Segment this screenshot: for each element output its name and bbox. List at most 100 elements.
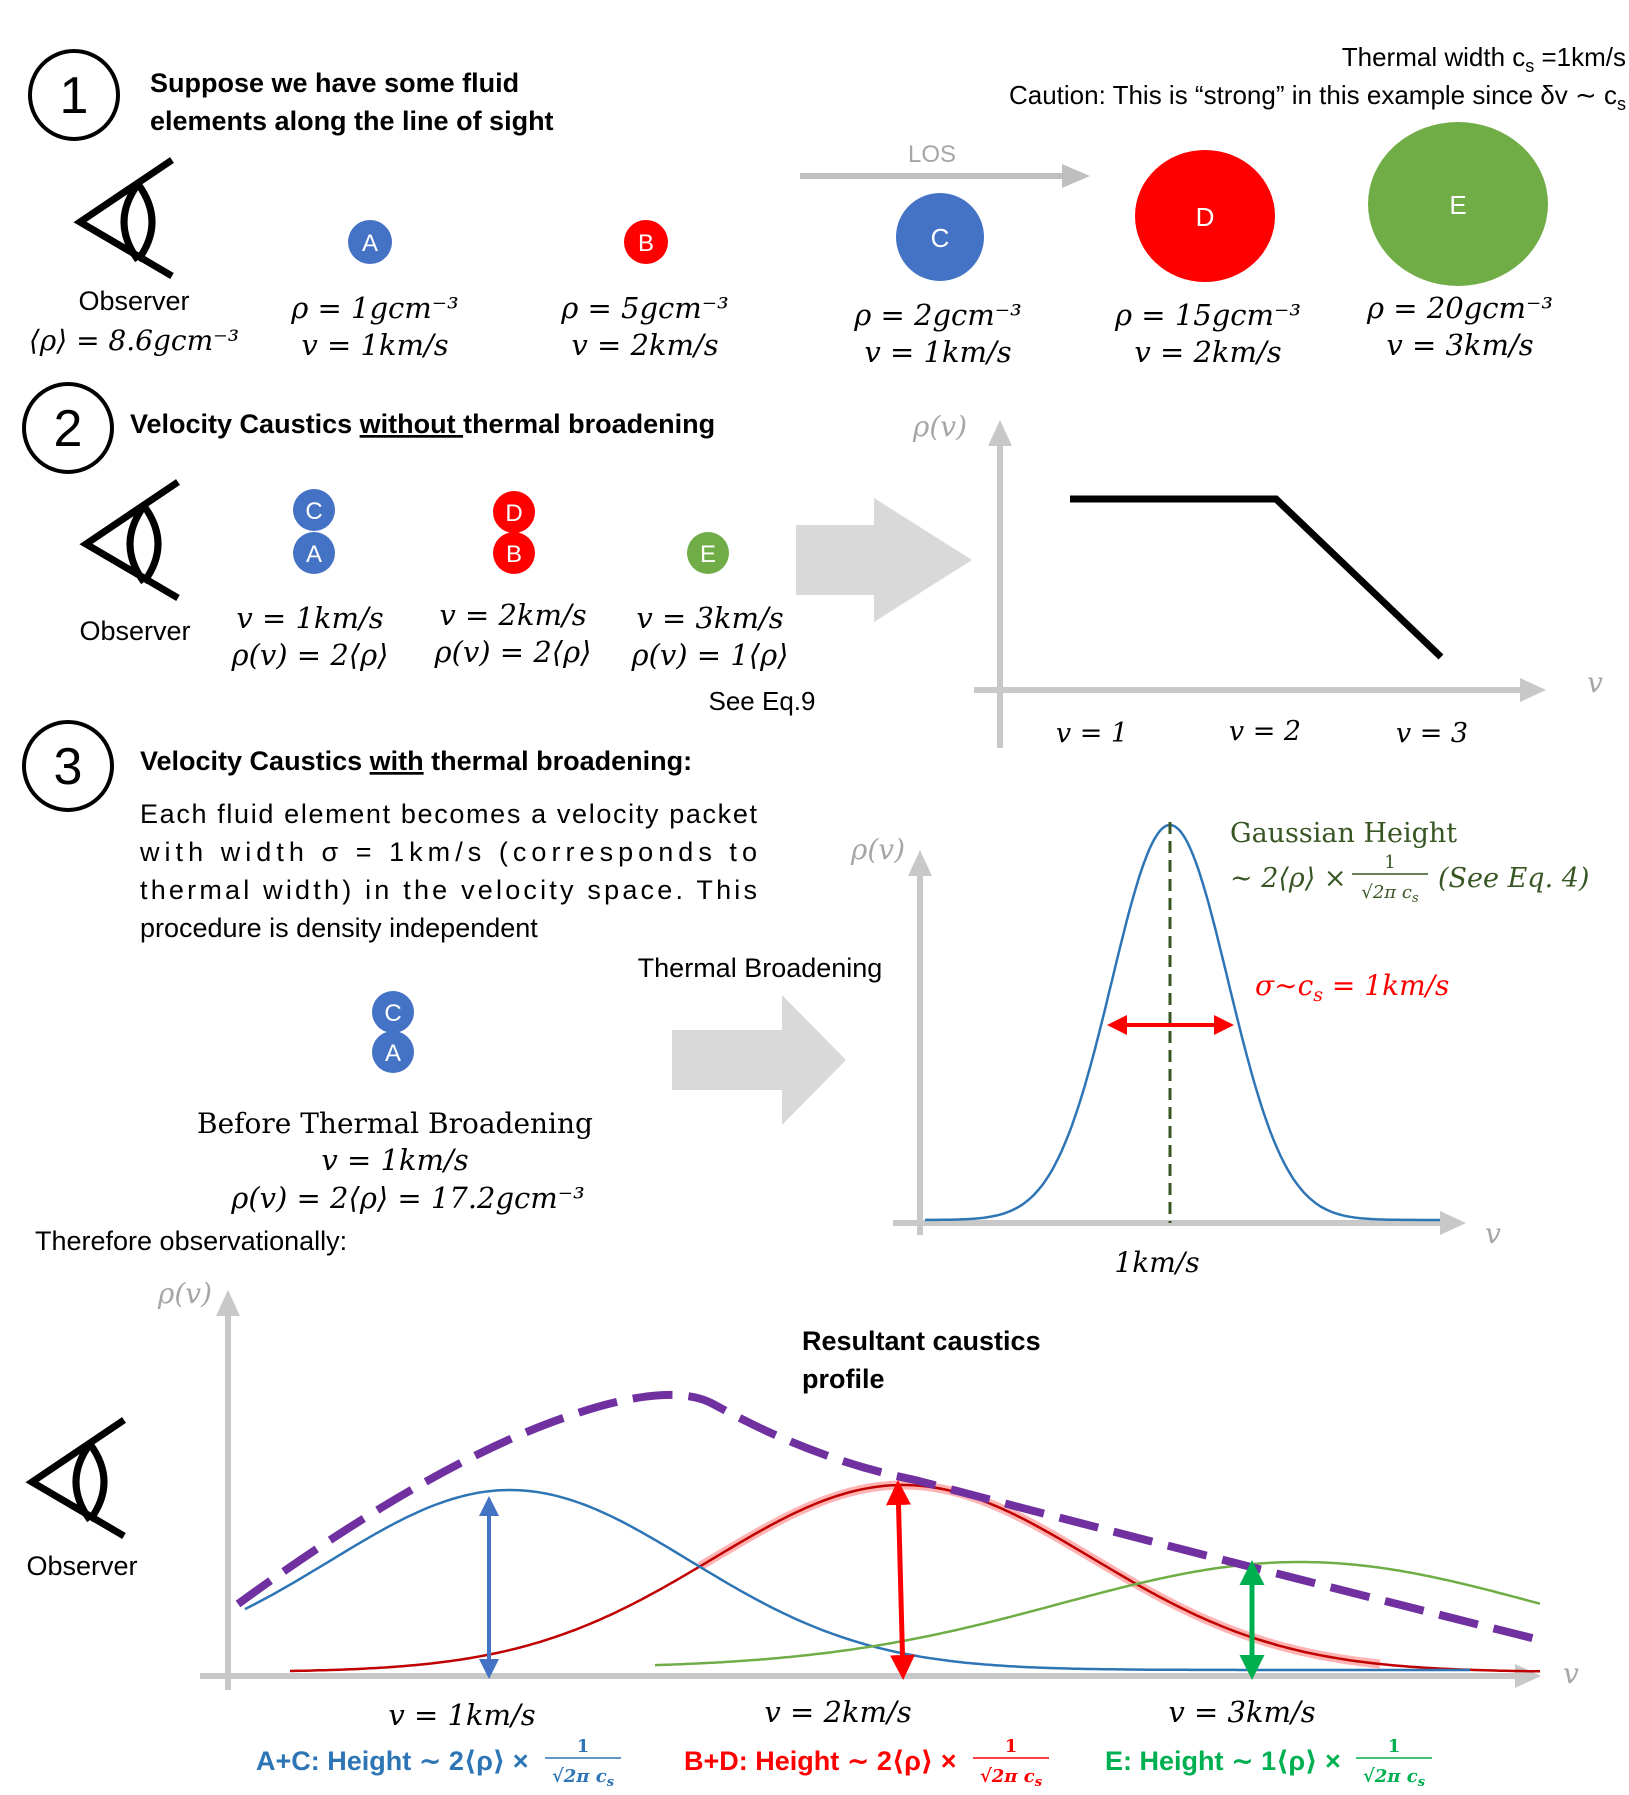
section-3-para-line4: procedure is density independent: [140, 913, 538, 943]
s2-chart: ρ(v) v v = 1 v = 2 v = 3: [912, 410, 1603, 749]
svg-text:√2π cs: √2π cs: [1363, 1766, 1426, 1790]
observer-label-2: Observer: [79, 616, 190, 646]
s2-group-ca-v: v = 1km/s: [236, 601, 383, 635]
element-B-v: v = 2km/s: [571, 328, 718, 362]
curve-e: [654, 1560, 1541, 1667]
element-B-rho: ρ = 5gcm⁻³: [560, 291, 728, 325]
height-e-label: E: Height ∼ 1⟨ρ⟩ ×: [1105, 1746, 1341, 1776]
s2-xlabel: v: [1587, 666, 1603, 699]
s2-group-e-v: v = 3km/s: [636, 601, 783, 635]
s2-group-db-v: v = 2km/s: [439, 598, 586, 632]
curve-bd: [289, 1483, 1540, 1673]
observer-label-1: Observer: [78, 286, 189, 316]
eye-icon: [25, 1417, 126, 1540]
los-arrow: LOS: [800, 141, 1090, 188]
s2-tick-1: v = 1: [1056, 718, 1128, 749]
observer-label-3: Observer: [26, 1551, 137, 1581]
section-3: 3 Velocity Caustics with thermal broaden…: [22, 720, 1590, 1279]
sigma-label: σ∼cs = 1km/s: [1255, 969, 1449, 1006]
element-D: D ρ = 15gcm⁻³ v = 2km/s: [1114, 150, 1301, 369]
element-C-rho: ρ = 2gcm⁻³: [853, 298, 1021, 332]
g-xtick: 1km/s: [1114, 1246, 1199, 1279]
gaussian-see-eq4: (See Eq. 4): [1438, 863, 1589, 894]
s2-tick-3: v = 3: [1396, 718, 1468, 749]
curve-ac: [244, 1488, 1470, 1672]
s2-group-db: D B v = 2km/s ρ(v) = 2⟨ρ⟩: [434, 491, 592, 669]
height-bd-label: B+D: Height ∼ 2⟨ρ⟩ ×: [684, 1746, 957, 1776]
section-3-para-line2: with width σ = 1km/s (corresponds to: [139, 837, 757, 867]
height-ac-label: A+C: Height ∼ 2⟨ρ⟩ ×: [256, 1746, 529, 1776]
bottom-tick-1: v = 1km/s: [388, 1698, 535, 1732]
gaussian-title: Gaussian Height: [1230, 818, 1457, 849]
los-label: LOS: [908, 141, 956, 168]
section-3-para-line3: thermal width) in the velocity space. Th…: [140, 875, 757, 905]
mean-density: ⟨ρ⟩ = 8.6gcm⁻³: [29, 324, 239, 357]
element-E-v: v = 3km/s: [1386, 328, 1533, 362]
section-1-number: 1: [60, 67, 89, 125]
svg-text:E: E: [700, 541, 716, 568]
therefore-label: Therefore observationally:: [35, 1226, 347, 1256]
svg-text:C: C: [384, 1000, 401, 1027]
section-3-para-line1: Each fluid element becomes a velocity pa…: [140, 799, 757, 829]
s3-group-ca: C A: [372, 991, 414, 1073]
s2-ylabel: ρ(v): [912, 410, 967, 443]
element-E: E ρ = 20gcm⁻³ v = 3km/s: [1366, 122, 1553, 362]
s2-big-arrow: [796, 498, 972, 622]
svg-text:B: B: [506, 541, 522, 568]
resultant-line2: profile: [802, 1364, 885, 1394]
section-1-title-line2: elements along the line of sight: [150, 106, 554, 136]
s2-group-ca: C A v = 1km/s ρ(v) = 2⟨ρ⟩: [231, 489, 389, 672]
svg-text:1: 1: [1005, 1736, 1018, 1757]
svg-text:A: A: [306, 541, 322, 568]
section-2-number: 2: [54, 400, 83, 458]
element-C-v: v = 1km/s: [864, 335, 1011, 369]
section-2: 2 Velocity Caustics without thermal broa…: [22, 382, 1603, 749]
section-1-title-line1: Suppose we have some fluid: [150, 68, 519, 98]
bottom-tick-3: v = 3km/s: [1168, 1695, 1315, 1729]
section-3-title: Velocity Caustics with thermal broadenin…: [140, 746, 692, 776]
gaussian-chart: ρ(v) v 1km/s Gaussian Height ∼ 2⟨ρ⟩ × 1 …: [850, 818, 1590, 1279]
bottom-xlabel: v: [1563, 1657, 1579, 1690]
see-eq9: See Eq.9: [709, 686, 816, 716]
svg-text:1: 1: [577, 1736, 590, 1757]
s2-group-e: E v = 3km/s ρ(v) = 1⟨ρ⟩: [631, 532, 789, 672]
element-A: A ρ = 1gcm⁻³ v = 1km/s: [290, 220, 459, 362]
s3-big-arrow: [672, 995, 846, 1125]
element-E-rho: ρ = 20gcm⁻³: [1366, 291, 1553, 325]
element-A-v: v = 1km/s: [301, 328, 448, 362]
s2-group-ca-rho: ρ(v) = 2⟨ρ⟩: [231, 638, 389, 672]
element-D-rho: ρ = 15gcm⁻³: [1114, 298, 1301, 332]
gaussian-frac-den: √2π cs: [1361, 882, 1419, 906]
section-3-number: 3: [54, 738, 83, 796]
s2-tick-2: v = 2: [1229, 716, 1301, 747]
g-xlabel: v: [1485, 1217, 1501, 1250]
height-e: E: Height ∼ 1⟨ρ⟩ × 1 √2π cs: [1105, 1736, 1432, 1790]
element-A-rho: ρ = 1gcm⁻³: [290, 291, 458, 325]
before-title: Before Thermal Broadening: [197, 1107, 593, 1140]
gaussian-formula: ∼ 2⟨ρ⟩ ×: [1230, 863, 1347, 894]
bottom-ylabel: ρ(v): [157, 1277, 212, 1310]
before-rho: ρ(v) = 2⟨ρ⟩ = 17.2gcm⁻³: [230, 1181, 584, 1215]
svg-text:√2π cs: √2π cs: [552, 1766, 615, 1790]
svg-text:E: E: [1449, 190, 1466, 220]
thermal-note-line2: Caution: This is “strong” in this exampl…: [1009, 80, 1626, 114]
gaussian-curve: [925, 823, 1440, 1222]
s2-group-e-rho: ρ(v) = 1⟨ρ⟩: [631, 638, 789, 672]
element-C: C ρ = 2gcm⁻³ v = 1km/s: [853, 193, 1022, 369]
svg-text:1: 1: [1388, 1736, 1401, 1757]
svg-text:D: D: [1196, 202, 1215, 232]
s2-profile-line: [1070, 495, 1444, 660]
section-3-number-circle: [22, 720, 114, 812]
svg-text:A: A: [362, 230, 378, 257]
g-ylabel: ρ(v): [850, 833, 905, 866]
section-2-number-circle: [22, 382, 114, 474]
svg-text:D: D: [505, 500, 522, 527]
resultant-envelope: [235, 1390, 1541, 1644]
thermal-note-line1: Thermal width cs =1km/s: [1342, 42, 1626, 76]
before-v: v = 1km/s: [321, 1143, 468, 1177]
resultant-line1: Resultant caustics: [802, 1326, 1041, 1356]
bottom-section: Therefore observationally: Observer ρ(v)…: [25, 1226, 1579, 1790]
s2-group-db-rho: ρ(v) = 2⟨ρ⟩: [434, 635, 592, 669]
gaussian-frac-num: 1: [1384, 852, 1395, 873]
svg-text:C: C: [931, 223, 950, 253]
